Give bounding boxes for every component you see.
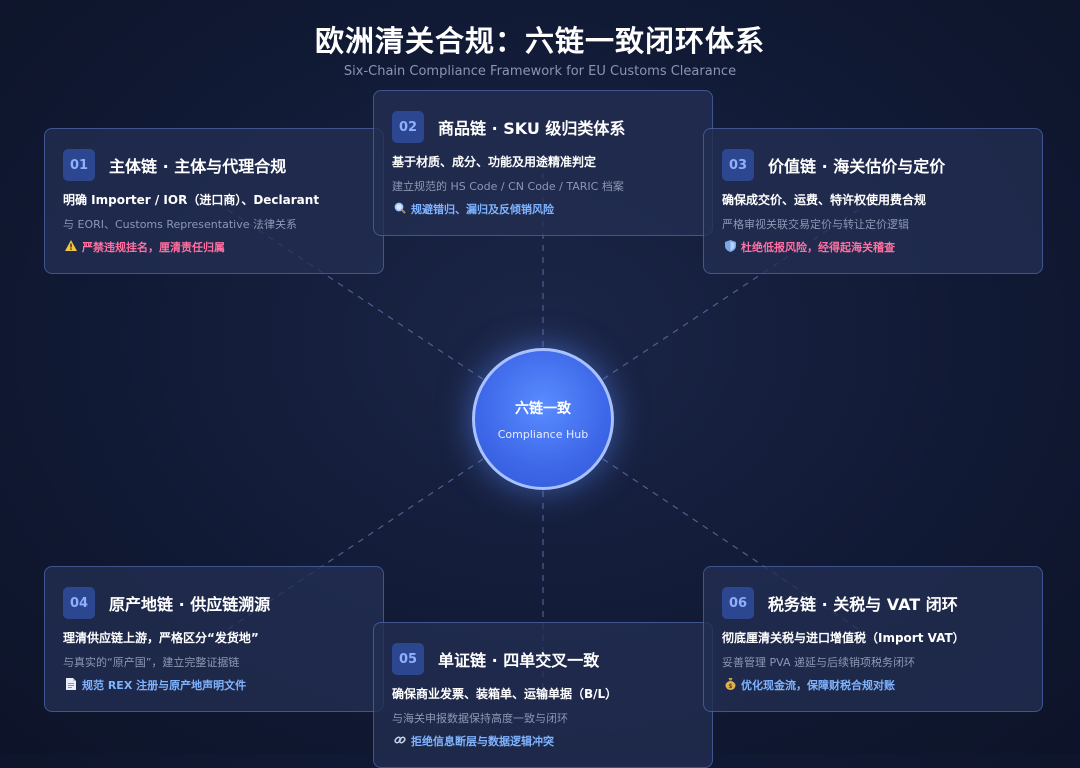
chain-primary-text: 理清供应链上游，严格区分“发货地” [63,631,259,645]
chain-risk-text: 拒绝信息断层与数据逻辑冲突 [411,735,554,748]
chain-primary-text: 确保商业发票、装箱单、运输单据（B/L） [392,687,618,701]
chain-secondary-text: 妥善管理 PVA 递延与后续销项税务闭环 [722,656,915,669]
chain-risk-note: 规范 REX 注册与原产地声明文件 [63,677,365,693]
chain-number-badge: 01 [63,149,95,181]
chain-title: 主体链 · 主体与代理合规 [109,157,287,176]
chain-primary-text: 彻底厘清关税与进口增值税（Import VAT） [722,631,965,645]
chain-risk-text: 优化现金流，保障财税合规对账 [741,679,895,692]
chain-number-badge: 05 [392,643,424,675]
svg-text:$: $ [728,683,732,690]
chain-title: 税务链 · 关税与 VAT 闭环 [768,595,958,614]
page-title: 欧洲清关合规：六链一致闭环体系 [314,24,765,58]
chain-risk-note: 杜绝低报风险，经得起海关稽查 [722,239,1024,255]
chain-secondary-text: 与 EORI、Customs Representative 法律关系 [63,218,297,231]
money-bag-icon: $ [722,677,738,693]
chain-risk-note: 规避错归、漏归及反倾销风险 [392,201,694,217]
chain-title: 商品链 · SKU 级归类体系 [438,119,626,138]
chain-title: 单证链 · 四单交叉一致 [438,651,600,670]
chain-number-badge: 04 [63,587,95,619]
chain-risk-text: 规范 REX 注册与原产地声明文件 [82,679,247,692]
chain-title: 价值链 · 海关估价与定价 [768,157,946,176]
chain-primary-text: 明确 Importer / IOR（进口商）、Declarant [63,193,320,207]
chain-risk-note: 严禁违规挂名，厘清责任归属 [63,239,365,255]
chain-number-badge: 02 [392,111,424,143]
chain-number-badge: 03 [722,149,754,181]
compliance-hub: 六链一致 Compliance Hub [472,348,614,490]
hub-title: 六链一致 [515,400,571,417]
page-subtitle: Six-Chain Compliance Framework for EU Cu… [343,64,737,79]
chain-secondary-text: 与真实的“原产国”，建立完整证据链 [63,656,240,669]
chain-title: 原产地链 · 供应链溯源 [109,595,271,614]
chain-risk-note: 拒绝信息断层与数据逻辑冲突 [392,733,694,749]
hub-subtitle: Compliance Hub [497,427,589,441]
document-icon [63,677,79,693]
chain-secondary-text: 与海关申报数据保持高度一致与闭环 [392,712,568,725]
shield-icon [722,239,738,255]
chain-card-origin: 04 原产地链 · 供应链溯源 理清供应链上游，严格区分“发货地” 与真实的“原… [44,566,384,712]
chain-card-tax: 06 税务链 · 关税与 VAT 闭环 彻底厘清关税与进口增值税（Import … [703,566,1043,712]
chain-secondary-text: 建立规范的 HS Code / CN Code / TARIC 档案 [392,180,624,193]
chain-risk-note: $ 优化现金流，保障财税合规对账 [722,677,1024,693]
link-icon [392,734,408,749]
search-icon [392,202,408,217]
chain-card-product: 02 商品链 · SKU 级归类体系 基于材质、成分、功能及用途精准判定 建立规… [373,90,713,236]
chain-number-badge: 06 [722,587,754,619]
chain-primary-text: 确保成交价、运费、特许权使用费合规 [722,193,927,207]
chain-secondary-text: 严格审视关联交易定价与转让定价逻辑 [722,218,909,231]
chain-risk-text: 杜绝低报风险，经得起海关稽查 [741,241,895,254]
warning-icon [63,240,79,254]
chain-primary-text: 基于材质、成分、功能及用途精准判定 [392,155,597,169]
chain-risk-text: 严禁违规挂名，厘清责任归属 [82,241,225,254]
chain-card-value: 03 价值链 · 海关估价与定价 确保成交价、运费、特许权使用费合规 严格审视关… [703,128,1043,274]
chain-card-subject: 01 主体链 · 主体与代理合规 明确 Importer / IOR（进口商）、… [44,128,384,274]
chain-risk-text: 规避错归、漏归及反倾销风险 [411,203,554,216]
chain-card-documents: 05 单证链 · 四单交叉一致 确保商业发票、装箱单、运输单据（B/L） 与海关… [373,622,713,768]
